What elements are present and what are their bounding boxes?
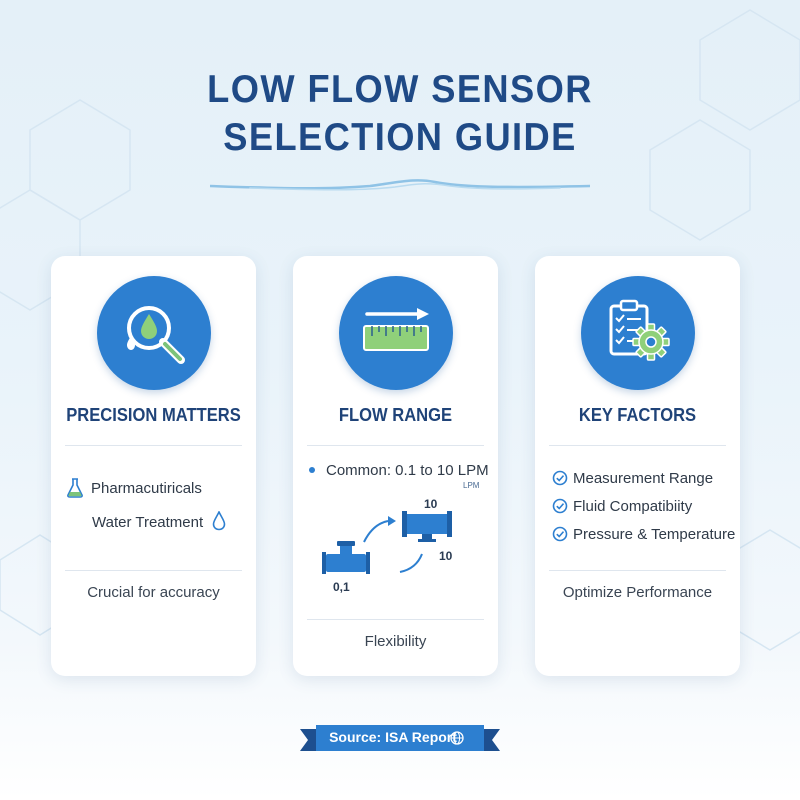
divider bbox=[549, 570, 726, 571]
page-title: LOW FLOW SENSOR SELECTION GUIDE bbox=[28, 66, 772, 162]
card-footer: Crucial for accuracy bbox=[87, 584, 220, 601]
title-line-2: SELECTION GUIDE bbox=[223, 116, 577, 159]
source-label: Source: ISA Report bbox=[329, 729, 457, 745]
divider bbox=[307, 619, 484, 620]
card-flow-range: FLOW RANGE Common: 0.1 to 10 LPM LPM 10 … bbox=[293, 256, 498, 676]
flask-icon bbox=[67, 478, 83, 498]
check-circle-icon bbox=[552, 498, 568, 514]
card-title: KEY FACTORS bbox=[578, 405, 697, 425]
card-key-factors: KEY FACTORS Measurement Range Fluid Comp… bbox=[535, 256, 740, 676]
high-label-bottom: 10 bbox=[439, 549, 453, 563]
small-pipe-icon bbox=[322, 541, 370, 574]
check-circle-icon bbox=[552, 526, 568, 542]
ruler-arrow-icon bbox=[339, 276, 453, 390]
card-title: PRECISION MATTERS bbox=[66, 405, 241, 425]
divider bbox=[65, 445, 242, 446]
droplet-icon bbox=[212, 511, 226, 531]
large-pipe-icon bbox=[402, 511, 452, 542]
source-badge bbox=[300, 724, 500, 754]
divider bbox=[307, 445, 484, 446]
check-circle-icon bbox=[552, 470, 568, 486]
flow-diagram bbox=[322, 511, 452, 574]
up-arrow-icon bbox=[363, 520, 389, 543]
unit-label: LPM bbox=[463, 481, 480, 490]
magnifier-droplet-icon bbox=[97, 276, 211, 390]
divider bbox=[65, 570, 242, 571]
bullet-dot bbox=[309, 467, 315, 473]
low-label: 0,1 bbox=[333, 580, 350, 594]
card-footer: Optimize Performance bbox=[562, 584, 713, 601]
title-line-1: LOW FLOW SENSOR bbox=[207, 68, 593, 111]
list-item-water-treatment: Water Treatment bbox=[92, 511, 226, 531]
title-wave-underline bbox=[210, 179, 590, 191]
divider bbox=[549, 445, 726, 446]
card-title: FLOW RANGE bbox=[338, 405, 453, 425]
card-precision-matters: PRECISION MATTERS Pharmacutiricals Water… bbox=[51, 256, 256, 676]
high-label-top: 10 bbox=[424, 497, 438, 511]
return-arrow-icon bbox=[399, 553, 423, 573]
clipboard-gear-icon bbox=[581, 276, 695, 390]
globe-icon bbox=[450, 731, 464, 745]
card-footer: Flexibility bbox=[364, 633, 427, 650]
